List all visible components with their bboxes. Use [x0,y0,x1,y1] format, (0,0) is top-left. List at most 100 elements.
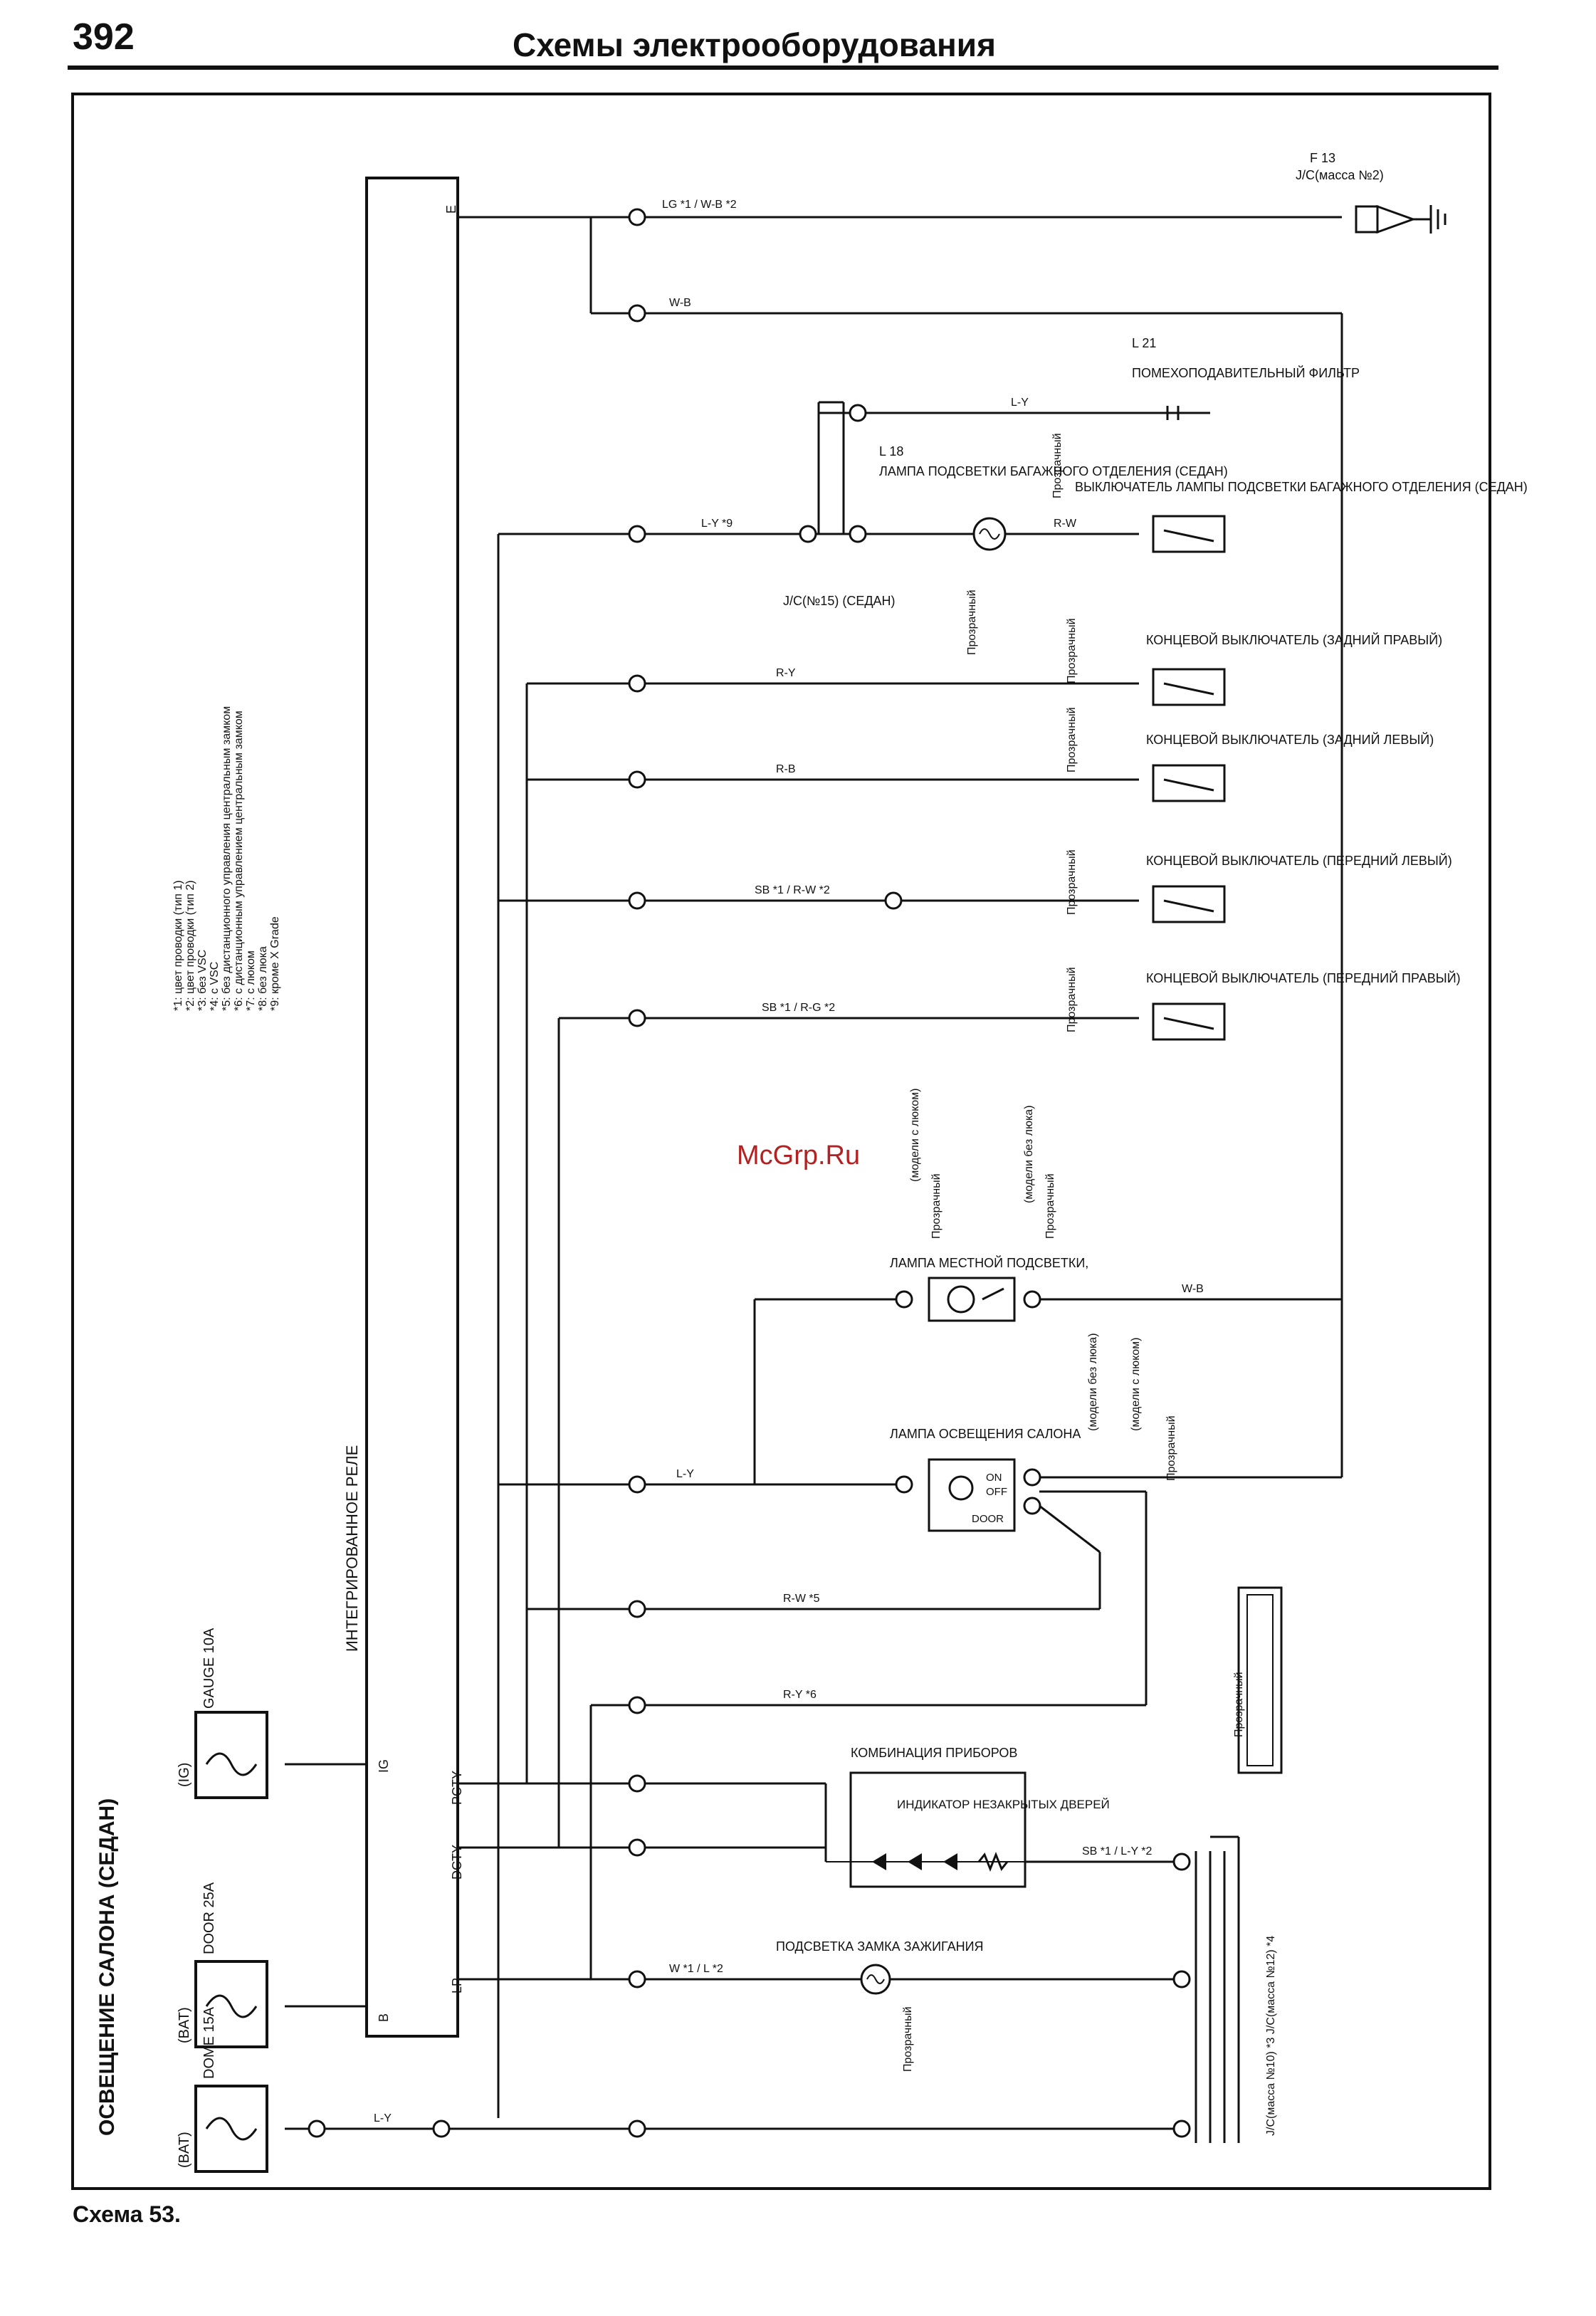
f13-id: F 13 [1310,151,1335,165]
room-lamp-on: ON [986,1472,1002,1484]
wire-label-15: W *1 / L *2 [669,1963,723,1975]
fuse-door-source: (BAT) [177,2007,192,2043]
f13-name: J/C(масса №2) [1296,168,1384,182]
wire-label-8: SB *1 / R-W *2 [755,884,830,896]
note-2: *2: цвет проводки (тип 2) [184,880,196,1011]
integrated-relay-box [365,177,459,2038]
f1-name: КОНЦЕВОЙ ВЫКЛЮЧАТЕЛЬ (ПЕРЕДНИЙ ПРАВЫЙ) [1146,970,1461,985]
relay-pin-dcty: DCTY [450,1845,464,1880]
note-6: *6: с дистанционным управлением централь… [233,711,245,1011]
wires [285,216,1343,2143]
jc15-name: J/C(№15) (СЕДАН) [783,594,896,608]
trunk-lamp-l18: L 18 ЛАМПА ПОДСВЕТКИ БАГАЖНОГО ОТДЕЛЕНИЯ… [879,444,1228,551]
page-section-title: Схемы электрооборудования [513,26,996,63]
wire-label-16: L-Y [374,2112,392,2124]
transparent-label-l1: Прозрачный [1066,849,1078,915]
transparent-label-l3: Прозрачный [1066,618,1078,683]
wire-label-13: R-Y *6 [783,1689,817,1701]
fuse-dome-label: DOME 15A [201,2006,217,2079]
personal-lamp: ЛАМПА МЕСТНОЙ ПОДСВЕТКИ, [890,1255,1088,1322]
without-sunroof-label-m1: (модели без люка) [1023,1105,1035,1203]
l9-name: КОНЦЕВОЙ ВЫКЛЮЧАТЕЛЬ (ЗАДНИЙ ЛЕВЫЙ) [1146,732,1434,747]
wire-label-14: SB *1 / L-Y *2 [1082,1845,1153,1857]
fuse-door: DOOR 25A (BAT) [177,1882,268,2048]
transparent-label-f1: Прозрачный [1066,967,1078,1032]
f30-name: ПОДСВЕТКА ЗАМКА ЗАЖИГАНИЯ [776,1939,984,1954]
diagram-frame [71,93,1491,2190]
without-sunroof-label-m2: (модели без люка) [1087,1333,1099,1431]
page-number: 392 [73,16,135,58]
room-lamp: ON OFF DOOR ЛАМПА ОСВЕЩЕНИЯ САЛОНА [890,1427,1081,1532]
note-3: *3: без VSC [196,950,209,1011]
transparent-label-f30: Прозрачный [902,2006,914,2072]
trunk-switch-l29: ВЫКЛЮЧАТЕЛЬ ЛАМПЫ ПОДСВЕТКИ БАГАЖНОГО ОТ… [1075,480,1528,553]
wire-label-10: W-B [1182,1283,1204,1295]
fuse-gauge: GAUGE 10A (IG) [177,1628,268,1799]
with-sunroof-label-m5: (модели с люком) [1130,1338,1142,1431]
relay-pin-ig: IG [377,1759,391,1773]
wire-label-7: R-B [776,763,796,775]
fuse-door-label: DOOR 25A [201,1882,217,1954]
l21-id: L 21 [1132,336,1156,350]
watermark: McGrp.Ru [737,1141,861,1170]
wire-label-1: LG *1 / W-B *2 [662,199,737,211]
transparent-label-m1: Прозрачный [1044,1173,1056,1239]
figure-caption: Схема 53. [73,2201,181,2227]
l1-name: КОНЦЕВОЙ ВЫКЛЮЧАТЕЛЬ (ПЕРЕДНИЙ ЛЕВЫЙ) [1146,853,1452,868]
wire-label-12: R-W *5 [783,1593,820,1605]
note-5: *5: без дистанционного управления центра… [221,706,233,1011]
relay-pin-e: E [444,205,458,214]
room-lamp-door: DOOR [972,1513,1004,1525]
wire-color-labels: LG *1 / W-B *2 W-B L-Y L-Y *9 R-W R-Y R-… [374,199,1204,2124]
note-9: *9: кроме X Grade [269,916,281,1011]
door-switch-f1: КОНЦЕВОЙ ВЫКЛЮЧАТЕЛЬ (ПЕРЕДНИЙ ПРАВЫЙ) [1146,970,1461,1041]
jc41-name: J/C(масса №10) *3 J/C(масса №12) *4 [1265,1936,1277,2136]
l3-name: КОНЦЕВОЙ ВЫКЛЮЧАТЕЛЬ (ЗАДНИЙ ПРАВЫЙ) [1146,632,1442,647]
wire-label-11: L-Y [676,1468,694,1480]
fuse-dome: DOME 15A (BAT) [177,2006,268,2173]
wire-label-9: SB *1 / R-G *2 [762,1002,835,1014]
room-lamp-off: OFF [986,1486,1007,1498]
door-indicator-name: ИНДИКАТОР НЕЗАКРЫТЫХ ДВЕРЕЙ [897,1798,1110,1811]
note-7: *7: с люком [245,950,257,1011]
relay-pin-b: B [377,2013,391,2022]
wire-label-5: R-W [1054,518,1077,530]
relay-pin-pcty: PCTY [450,1771,464,1805]
connector-color-labels: Прозрачный Прозрачный Прозрачный Прозрач… [902,433,1245,2072]
header-rule [68,66,1498,70]
wire-label-2: W-B [669,297,691,309]
l18-id: L 18 [879,444,903,459]
relay-pin-lp: LP [450,1978,464,1993]
l21-name: ПОМЕХОПОДАВИТЕЛЬНЫЙ ФИЛЬТР [1132,365,1360,380]
wire-label-3: L-Y [1011,397,1029,409]
ignition-key-lamp: ПОДСВЕТКА ЗАМКА ЗАЖИГАНИЯ [776,1939,984,1995]
l29-name: ВЫКЛЮЧАТЕЛЬ ЛАМПЫ ПОДСВЕТКИ БАГАЖНОГО ОТ… [1075,480,1528,494]
note-8: *8: без люка [257,946,269,1011]
l18-name: ЛАМПА ПОДСВЕТКИ БАГАЖНОГО ОТДЕЛЕНИЯ (СЕД… [879,464,1228,478]
transparent-label-l9: Прозрачный [1066,707,1078,772]
door-switch-l1: КОНЦЕВОЙ ВЫКЛЮЧАТЕЛЬ (ПЕРЕДНИЙ ЛЕВЫЙ) [1146,853,1452,923]
door-switch-l3: КОНЦЕВОЙ ВЫКЛЮЧАТЕЛЬ (ЗАДНИЙ ПРАВЫЙ) [1146,632,1442,706]
personal-lamp-name: ЛАМПА МЕСТНОЙ ПОДСВЕТКИ, [890,1255,1088,1270]
fuse-dome-source: (BAT) [177,2132,192,2168]
wire-label-6: R-Y [776,667,796,679]
door-switch-l9: КОНЦЕВОЙ ВЫКЛЮЧАТЕЛЬ (ЗАДНИЙ ЛЕВЫЙ) [1146,732,1434,802]
transparent-label-f14: Прозрачный [1233,1672,1245,1737]
wire-label-4: L-Y *9 [701,518,733,530]
fuse-gauge-source: (IG) [177,1763,192,1787]
page-header: 392 Схемы электрооборудования [0,0,1596,78]
note-1: *1: цвет проводки (тип 1) [172,880,184,1011]
transparent-label-l18: Прозрачный [966,590,978,655]
with-sunroof-label-m4: (модели с люком) [909,1089,921,1182]
transparent-label-m5: Прозрачный [1165,1415,1177,1481]
relay-pin-labels: E IG PCTY DCTY LP B [377,205,464,2022]
noise-filter-l21: L 21 ПОМЕХОПОДАВИТЕЛЬНЫЙ ФИЛЬТР [1132,336,1360,420]
diagram-title: ОСВЕЩЕНИЕ САЛОНА (СЕДАН) [95,1798,119,2136]
connector-f14-face [1237,1586,1283,1774]
combination-meter: КОМБИНАЦИЯ ПРИБОРОВ ИНДИКАТОР НЕЗАКРЫТЫХ… [826,1746,1110,1888]
integrated-relay-label: ИНТЕГРИРОВАННОЕ РЕЛЕ [343,1445,361,1652]
f14-name: КОМБИНАЦИЯ ПРИБОРОВ [851,1746,1017,1760]
fuse-gauge-label: GAUGE 10A [201,1628,217,1709]
note-4: *4: с VSC [209,962,221,1011]
